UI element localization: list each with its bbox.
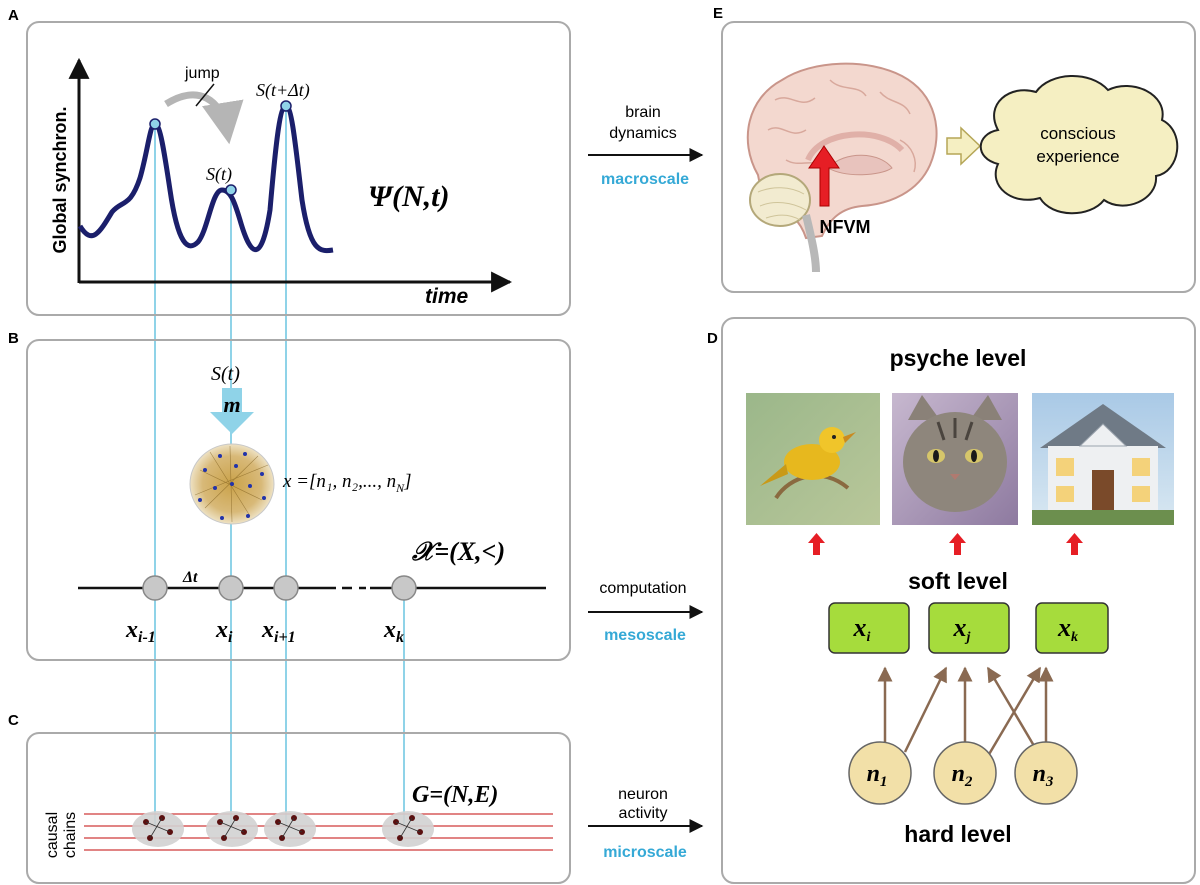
- conscious-experience-cloud: [979, 75, 1179, 215]
- soft-label-k: xk: [1057, 613, 1078, 645]
- state-node-2: [218, 575, 244, 601]
- panel-e-frame: [721, 21, 1196, 293]
- jump-pointer: [195, 83, 215, 107]
- mapping-arrows: [877, 666, 1054, 757]
- conscious-line2: experience: [1036, 147, 1119, 166]
- neuron-graph-4: [382, 811, 434, 847]
- hard-node-1: [848, 741, 912, 805]
- meso-scale-label: mesoscale: [604, 627, 686, 644]
- s-t-label: S(t): [206, 164, 232, 185]
- delta-t-label: Δt: [182, 569, 198, 586]
- state-node-4: [391, 575, 417, 601]
- neuron-graph-1: [132, 811, 184, 847]
- neuron-graph-2: [206, 811, 258, 847]
- neuron-graph-icons: [132, 811, 434, 847]
- red-up-arrows: [808, 533, 1083, 555]
- soft-level-label: soft level: [908, 568, 1008, 594]
- link-lines: [154, 106, 405, 828]
- synchrony-curve: [77, 103, 334, 254]
- x-axis-label: time: [425, 285, 469, 308]
- s-t-dt-label: S(t+Δt): [256, 80, 310, 101]
- chains-label: chains: [62, 812, 79, 858]
- state-label-1: xi-1: [125, 617, 156, 646]
- causal-label: causal: [44, 812, 61, 858]
- brain-illustration: NFVM: [746, 62, 938, 273]
- mesoscale-arrow-group: computation mesoscale: [588, 580, 704, 644]
- panel-a-frame: [26, 21, 571, 316]
- soft-label-j: xj: [953, 613, 971, 645]
- cat-image: [892, 393, 1018, 525]
- hard-level-label: hard level: [904, 821, 1011, 847]
- up-arrow-1: [808, 533, 825, 555]
- conscious-line1: conscious: [1040, 124, 1116, 143]
- macro-line2: dynamics: [609, 125, 677, 142]
- up-arrow-3: [1066, 533, 1083, 555]
- m-label: m: [223, 392, 240, 417]
- panel-e-letter: E: [713, 5, 723, 22]
- micro-line1: neuron: [618, 786, 668, 803]
- state-label-3: xi+1: [261, 617, 296, 646]
- macroscale-arrow-group: brain dynamics macroscale: [588, 104, 704, 188]
- soft-box-k: [1035, 602, 1109, 654]
- network-state-icon: [189, 443, 275, 525]
- panel-a-letter: A: [8, 7, 19, 24]
- mapping-arrow: [210, 388, 254, 434]
- to-consciousness-arrow: [946, 126, 982, 166]
- hard-label-3: n3: [1033, 761, 1054, 790]
- bird-image: [746, 393, 880, 525]
- meso-line1: computation: [599, 580, 686, 597]
- macro-line1: brain: [625, 104, 661, 121]
- macro-scale-label: macroscale: [601, 171, 689, 188]
- microscale-arrow-group: neuron activity microscale: [588, 786, 704, 861]
- nfvm-label: NFVM: [820, 217, 871, 237]
- soft-label-i: xi: [853, 613, 871, 645]
- panel-c-letter: C: [8, 712, 19, 729]
- state-label-2: xi: [215, 617, 233, 646]
- peak-marker-2: [225, 184, 237, 196]
- cerebellum: [749, 173, 811, 227]
- up-arrow-2: [949, 533, 966, 555]
- state-node-1: [142, 575, 168, 601]
- micro-scale-label: microscale: [603, 844, 687, 861]
- hard-node-3: [1014, 741, 1078, 805]
- jump-arrow: [164, 91, 244, 145]
- psi-label: Ψ(N,t): [368, 180, 449, 213]
- hard-label-2: n2: [952, 761, 973, 790]
- micro-line2: activity: [619, 805, 668, 822]
- panel-c-frame: [26, 732, 571, 884]
- state-vector-def: x =[n₁, n₂,..., nN]: [282, 471, 412, 495]
- graph-label: G=(N,E): [412, 782, 498, 808]
- panel-b-frame: [26, 339, 571, 661]
- panel-d-letter: D: [707, 330, 718, 347]
- hard-node-2: [933, 741, 997, 805]
- peak-marker-3: [280, 100, 292, 112]
- panel-b-letter: B: [8, 330, 19, 347]
- s-t-mapping-label: S(t): [211, 363, 240, 385]
- house-image: [1032, 393, 1174, 525]
- chi-label: 𝒳=(X,<): [411, 537, 505, 566]
- panel-d-frame: [721, 317, 1196, 884]
- y-axis-label: Global synchron.: [50, 106, 70, 253]
- soft-box-i: [828, 602, 910, 654]
- soft-box-j: [928, 602, 1010, 654]
- neuron-graph-3: [264, 811, 316, 847]
- psyche-level-label: psyche level: [890, 345, 1027, 371]
- state-node-3: [273, 575, 299, 601]
- hard-label-1: n1: [867, 761, 888, 790]
- nfvm-red-arrow: [808, 145, 840, 207]
- state-label-4: xk: [383, 617, 404, 646]
- jump-label: jump: [184, 65, 220, 82]
- peak-marker-1: [149, 118, 161, 130]
